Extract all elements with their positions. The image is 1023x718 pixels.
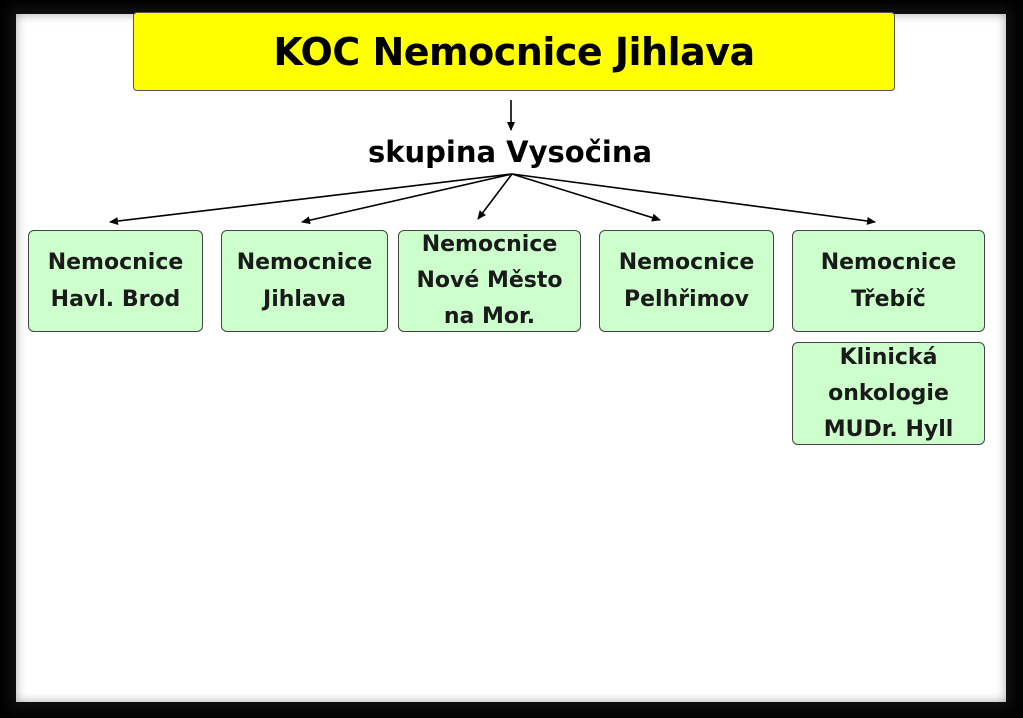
hospital-node-trebic: Nemocnice Třebíč: [792, 230, 985, 332]
hospital-name-line: na Mor.: [443, 304, 536, 329]
hospital-name-line: Třebíč: [851, 287, 926, 312]
hospital-name-line: Nemocnice: [820, 250, 957, 275]
hospital-node-pelhrimov: Nemocnice Pelhřimov: [599, 230, 774, 332]
hospital-name-line: Nemocnice: [421, 232, 558, 257]
group-label: skupina Vysočina: [367, 135, 653, 169]
hospital-name-line: Pelhřimov: [623, 287, 750, 312]
hospital-node-havl-brod: Nemocnice Havl. Brod: [28, 230, 203, 332]
koc-title: KOC Nemocnice Jihlava: [133, 12, 895, 91]
hospital-name-line: Jihlava: [263, 287, 346, 312]
hospital-node-jihlava: Nemocnice Jihlava: [221, 230, 388, 332]
oncology-node: Klinická onkologie MUDr. Hyll: [792, 342, 985, 445]
hospital-name-line: Nemocnice: [236, 250, 373, 275]
hospital-node-nove-mesto: Nemocnice Nové Město na Mor.: [398, 230, 581, 332]
hospital-name-line: Nemocnice: [47, 250, 184, 275]
oncology-name-line: Klinická: [839, 344, 938, 370]
hospital-name-line: Havl. Brod: [50, 287, 181, 312]
hospital-name-line: Nemocnice: [618, 250, 755, 275]
oncology-name-line: onkologie: [828, 380, 949, 406]
hospital-name-line: Nové Město: [416, 268, 563, 293]
oncology-name-line: MUDr. Hyll: [823, 416, 954, 442]
